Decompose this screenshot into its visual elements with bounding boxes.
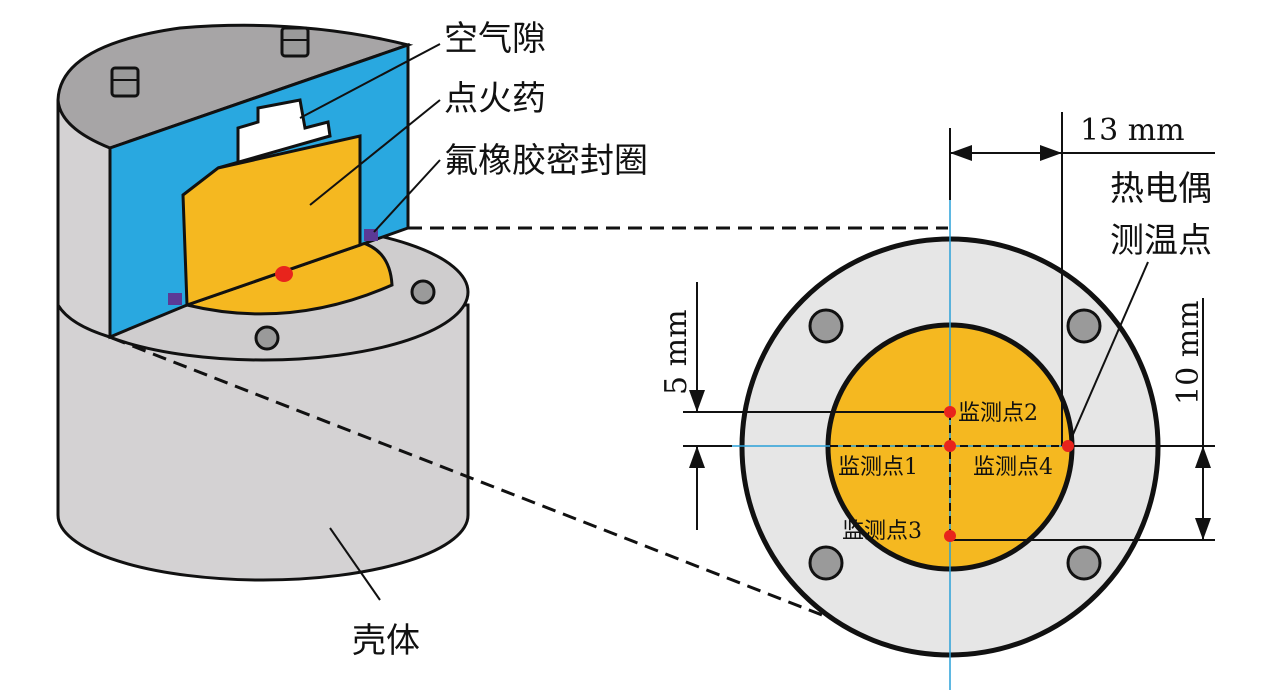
label-monitor-3: 监测点3 xyxy=(842,519,922,544)
label-thermocouple-line1: 热电偶 xyxy=(1110,169,1212,209)
bolt-hole-icon xyxy=(1066,308,1102,344)
dim-10-label: 10 mm xyxy=(1171,300,1206,405)
arrow-icon xyxy=(1195,446,1211,468)
leader-seal xyxy=(373,159,441,233)
bolt-hole-icon xyxy=(808,545,844,581)
dim-5-label: 5 mm xyxy=(659,309,694,395)
label-monitor-4: 监测点4 xyxy=(973,455,1053,480)
upper-top-surface xyxy=(56,23,414,150)
label-shell: 壳体 xyxy=(352,621,420,661)
leader-air-gap xyxy=(299,43,441,119)
seal-left xyxy=(168,293,182,305)
arrow-icon xyxy=(1195,518,1211,540)
shell-lower-body xyxy=(56,303,470,582)
label-monitor-1: 监测点1 xyxy=(838,455,918,480)
arrow-icon xyxy=(1040,145,1062,161)
bolt-hole-icon xyxy=(410,279,436,305)
label-thermocouple-line2: 测温点 xyxy=(1110,221,1212,261)
arrow-icon xyxy=(950,145,972,161)
monitor-point-4 xyxy=(1062,440,1074,452)
bolt-hole-icon xyxy=(254,325,280,351)
top-view: 13 mm 5 mm 10 mm xyxy=(659,112,1215,690)
ignition-powder-block xyxy=(181,134,362,308)
cutaway-monitor-point xyxy=(275,266,293,282)
leader-powder xyxy=(309,99,441,206)
dim-13-label: 13 mm xyxy=(1080,113,1185,148)
bolt-icon xyxy=(280,26,310,58)
label-fluoro-seal: 氟橡胶密封圈 xyxy=(444,141,648,181)
bolt-icon xyxy=(110,66,140,98)
label-ignition-powder: 点火药 xyxy=(444,79,546,119)
bolt-hole-icon xyxy=(1066,545,1102,581)
arrow-icon xyxy=(689,390,705,412)
leader-thermocouple xyxy=(1067,261,1149,447)
label-air-gap: 空气隙 xyxy=(444,19,546,59)
projection-line-bottom xyxy=(111,336,841,624)
arrow-icon xyxy=(689,446,705,468)
leader-shell xyxy=(329,527,381,601)
bolt-hole-icon xyxy=(808,308,844,344)
monitor-point-3 xyxy=(944,530,956,542)
cutaway-view xyxy=(56,23,948,624)
monitor-point-1 xyxy=(944,440,956,452)
label-monitor-2: 监测点2 xyxy=(958,401,1038,426)
monitor-point-2 xyxy=(944,406,956,418)
